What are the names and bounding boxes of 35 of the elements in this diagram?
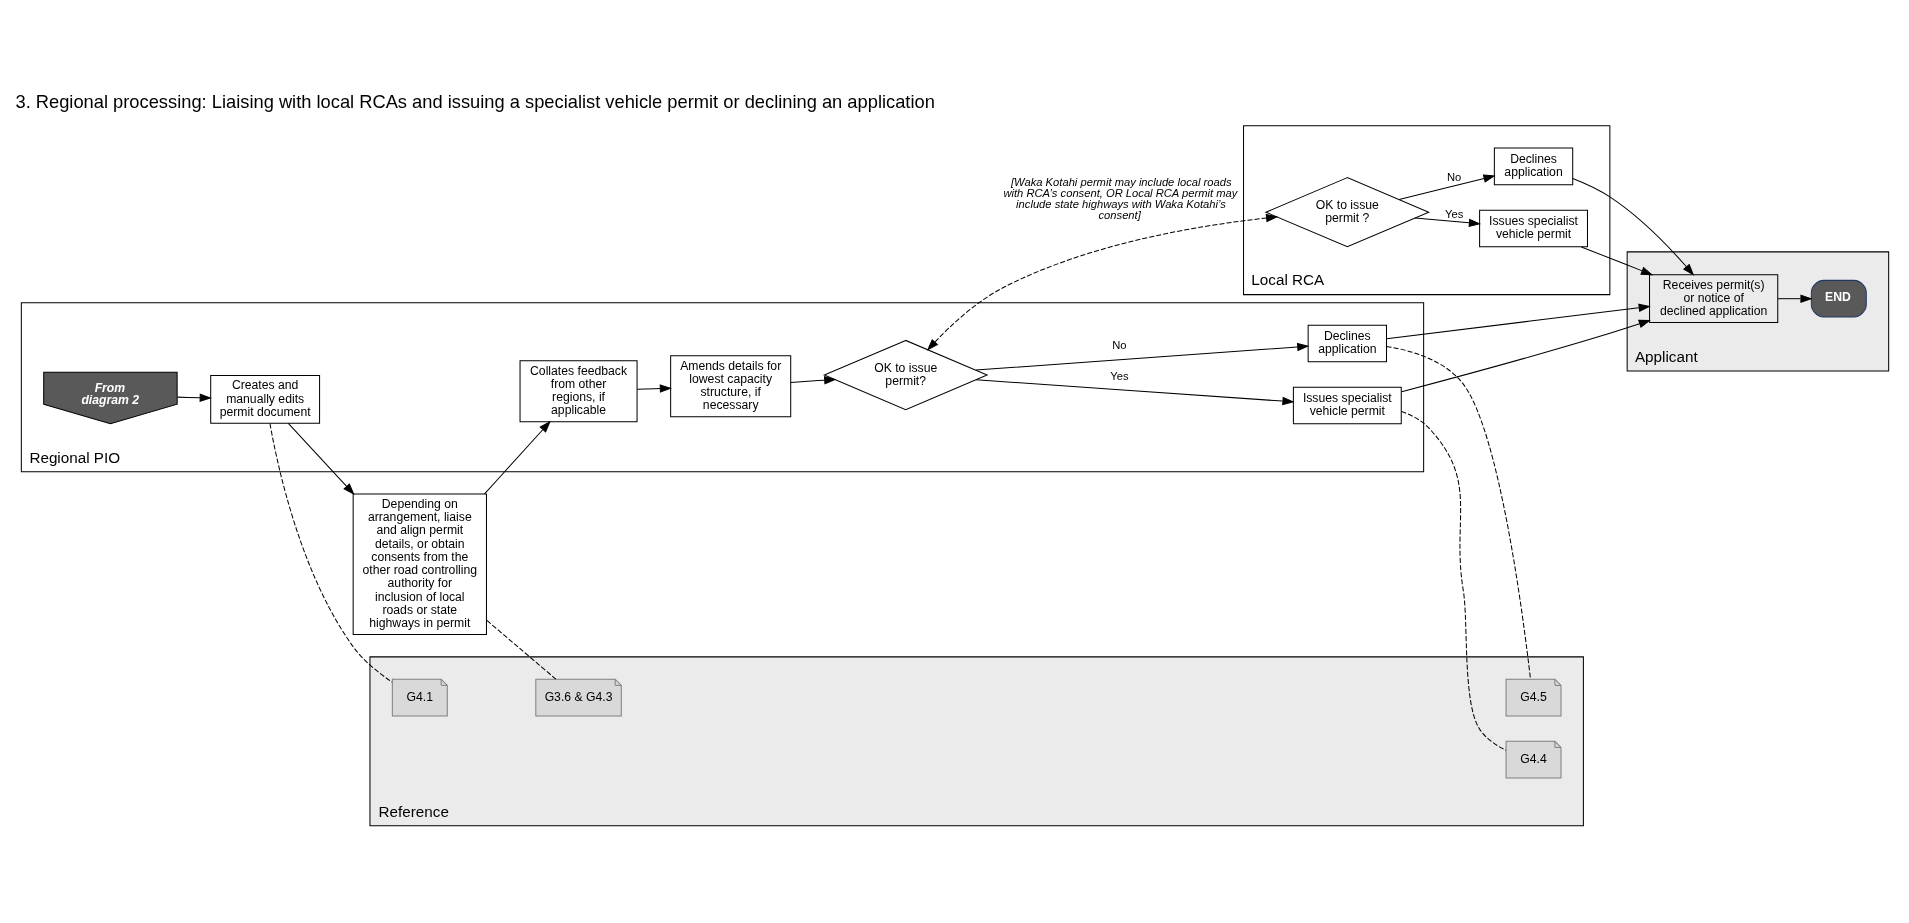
arrow bbox=[1398, 174, 1496, 201]
arrow bbox=[176, 393, 212, 402]
edge-label: Yes bbox=[1109, 369, 1129, 382]
arrow bbox=[1580, 246, 1653, 276]
node-box: Collates feedback from other regions, if applicable bbox=[519, 360, 638, 423]
arrow bbox=[926, 213, 1278, 351]
node-box: Issues specialist vehicle permit bbox=[1478, 209, 1588, 248]
connector bbox=[485, 619, 556, 680]
diagram-title: 3. Regional processing: Liaising with local RCAs and issuing a specialist vehicle permit or declining an application bbox=[14, 90, 935, 112]
node-box: Declines application bbox=[1307, 324, 1387, 363]
arrow bbox=[974, 342, 1309, 371]
arrow bbox=[483, 420, 551, 495]
arrow bbox=[636, 384, 672, 393]
edge-label: No bbox=[1446, 171, 1461, 184]
node-box: Declines application bbox=[1493, 147, 1573, 186]
arrow bbox=[287, 422, 355, 496]
arrow bbox=[1385, 303, 1651, 340]
arrow bbox=[1414, 217, 1481, 228]
node-box: END bbox=[1810, 279, 1867, 318]
arrow bbox=[1571, 178, 1694, 276]
arrow bbox=[974, 379, 1295, 406]
node-box: Receives permit(s) or notice of declined application bbox=[1648, 274, 1778, 324]
arrow bbox=[789, 375, 836, 385]
edge-label: [Waka Kotahi permit may include local roads with RCA’s consent, OR Local RCA permit may include state highways with Waka Kotahi’s consent] bbox=[1002, 175, 1237, 222]
connector bbox=[1385, 345, 1531, 680]
connector bbox=[1400, 411, 1506, 751]
connector bbox=[268, 423, 393, 683]
node-box: Depending on arrangement, liaise and align permit details, or obtain consents from the other road controlling authority for inclusion of local roads or state highways in permit bbox=[352, 493, 487, 635]
arrow bbox=[1777, 294, 1813, 303]
edge-label: No bbox=[1111, 339, 1127, 352]
edge-label: Yes bbox=[1444, 208, 1463, 221]
node-box: Amends details for lowest capacity structure, if necessary bbox=[669, 355, 791, 418]
arrow bbox=[1400, 319, 1651, 393]
node-box: Creates and manually edits permit document bbox=[209, 375, 320, 424]
node-box: Issues specialist vehicle permit bbox=[1292, 386, 1402, 425]
